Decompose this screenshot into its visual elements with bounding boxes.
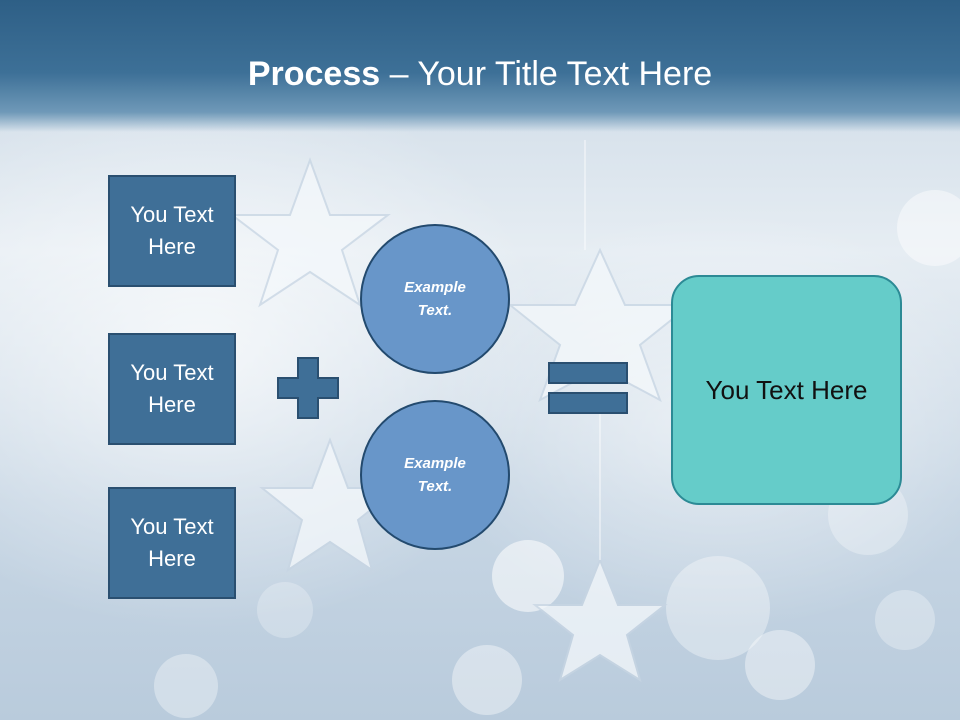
result-box[interactable]: You Text Here	[671, 275, 902, 505]
title-bold: Process	[247, 55, 381, 93]
input-box-1[interactable]: You Text Here	[108, 175, 236, 287]
example-circle-1[interactable]: Example Text.	[360, 224, 510, 374]
circle-label: Example Text.	[404, 279, 466, 319]
input-box-3[interactable]: You Text Here	[108, 487, 236, 599]
input-box-label: You Text Here	[130, 202, 214, 259]
equals-icon	[548, 362, 628, 414]
input-box-label: You Text Here	[130, 514, 214, 571]
title-rest: – Your Title Text Here	[380, 55, 713, 93]
input-box-2[interactable]: You Text Here	[108, 333, 236, 445]
example-circle-2[interactable]: Example Text.	[360, 400, 510, 550]
result-label: You Text Here	[705, 375, 868, 405]
slide-title: Process – Your Title Text Here	[0, 50, 960, 98]
circle-label: Example Text.	[404, 455, 466, 495]
input-box-label: You Text Here	[130, 360, 214, 417]
plus-icon	[277, 357, 339, 419]
title-bar	[0, 0, 960, 132]
